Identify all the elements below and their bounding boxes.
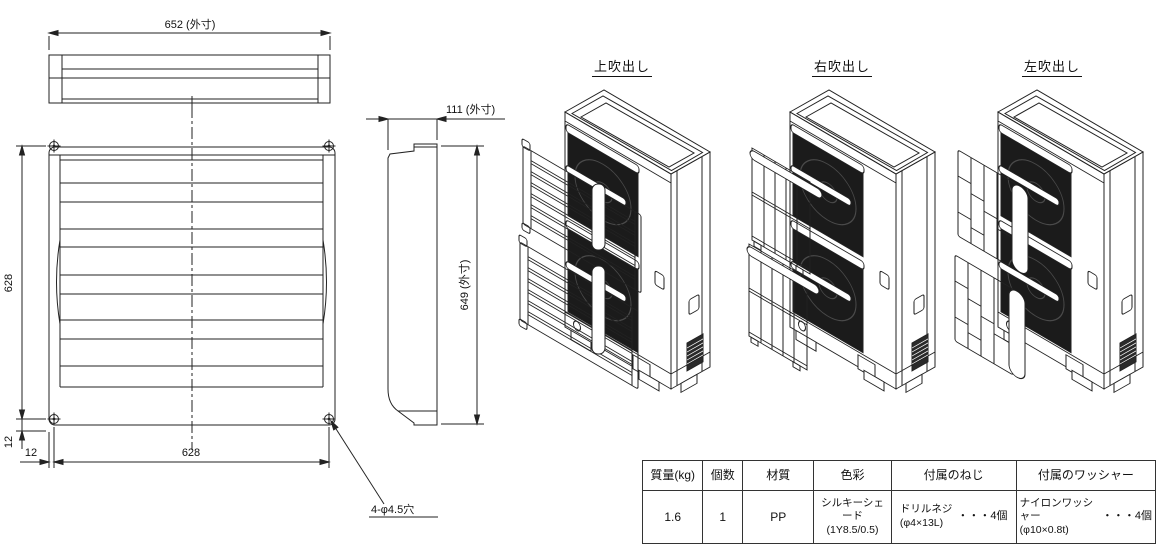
header-screws: 付属のねじ — [890, 460, 1017, 491]
washer-spec: (φ10×0.8t) — [1019, 523, 1069, 536]
header-material: 材質 — [742, 460, 815, 491]
washer-name: ナイロンワッシャー — [1019, 496, 1094, 523]
dim-628-width-text: 628 — [182, 447, 200, 459]
iso-view-left-blow — [954, 89, 1144, 399]
dim-111-text: 111 (外寸) — [446, 102, 495, 116]
dim-12-horizontal: 12 — [20, 432, 51, 468]
header-quantity: 個数 — [702, 460, 744, 491]
dim-628-width: 628 — [52, 427, 331, 468]
dim-649-text: 649 (外寸) — [457, 260, 471, 311]
outdoor-unit — [789, 89, 936, 399]
side-view: 111 (外寸) 649 (外寸) — [366, 102, 505, 426]
value-mass: 1.6 — [641, 490, 704, 544]
dim-628-height-text: 628 — [3, 274, 15, 292]
header-mass: 質量(kg) — [641, 460, 704, 491]
label-left-blow: 左吹出し — [1021, 56, 1083, 77]
dim-652: 652 (外寸) — [47, 17, 332, 50]
value-quantity: 1 — [702, 490, 744, 544]
dim-12-vertical-text: 12 — [3, 436, 15, 448]
header-color: 色彩 — [813, 460, 892, 491]
dim-628-height: 628 — [3, 144, 46, 421]
value-material: PP — [742, 490, 815, 544]
dim-111: 111 (外寸) — [366, 102, 505, 150]
louver-bracket-upper — [591, 183, 606, 251]
hole-callout-text: 4-φ4.5穴 — [371, 502, 414, 516]
dim-652-text: 652 (外寸) — [165, 17, 216, 31]
mounting-hole-top-right — [322, 139, 336, 153]
hole-callout: 4-φ4.5穴 — [329, 419, 438, 518]
dim-12-vertical: 12 — [3, 408, 46, 449]
value-washers: ナイロンワッシャー (φ10×0.8t) ・・・4個 — [1015, 490, 1156, 544]
value-screws: ドリルネジ (φ4×13L) ・・・4個 — [890, 490, 1017, 544]
iso-view-right-blow — [746, 89, 936, 399]
value-color: シルキーシェード (1Y8.5/0.5) — [813, 490, 892, 544]
header-washers: 付属のワッシャー — [1015, 460, 1156, 491]
spec-header-row: 質量(kg) 個数 材質 色彩 付属のねじ 付属のワッシャー — [641, 460, 1156, 491]
dim-649: 649 (外寸) — [441, 144, 484, 426]
color-code: (1Y8.5/0.5) — [826, 523, 879, 536]
label-right-blow: 右吹出し — [811, 56, 873, 77]
spec-value-row: 1.6 1 PP シルキーシェード (1Y8.5/0.5) ドリルネジ (φ4×… — [641, 490, 1156, 544]
louver-bracket-lower — [591, 265, 606, 355]
plan-view: 652 (外寸) — [47, 17, 332, 108]
iso-view-top-blow — [518, 89, 711, 399]
front-view: 628 12 628 12 — [3, 106, 438, 518]
color-name: シルキーシェード — [821, 497, 884, 523]
washer-qty: ・・・4個 — [1101, 510, 1152, 523]
screw-qty: ・・・4個 — [957, 510, 1008, 523]
dim-12-horizontal-text: 12 — [25, 447, 37, 459]
screw-spec: (φ4×13L) — [899, 517, 944, 529]
screw-name: ドリルネジ — [899, 503, 953, 516]
label-top-blow: 上吹出し — [591, 56, 653, 77]
spec-table: 質量(kg) 個数 材質 色彩 付属のねじ 付属のワッシャー 1.6 1 PP … — [641, 460, 1156, 544]
